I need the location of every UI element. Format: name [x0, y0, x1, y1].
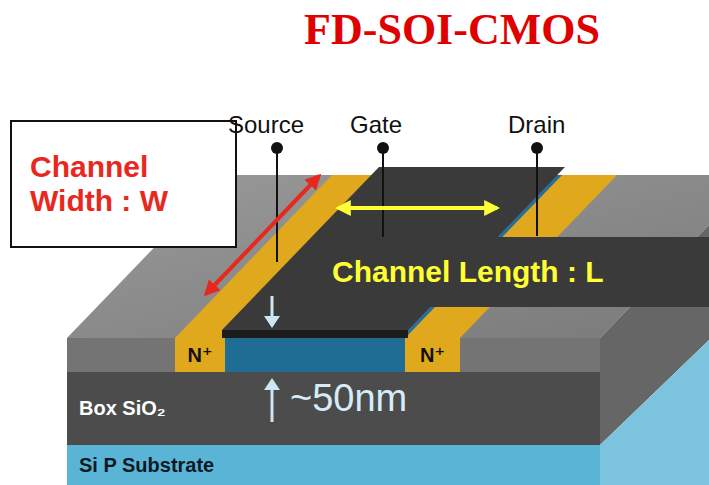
substrate-front-face — [67, 445, 600, 485]
channel-front — [225, 338, 405, 372]
length-arrow — [338, 206, 497, 210]
node-text: Channel Width : W — [30, 150, 217, 219]
dimension-label: ~50nm — [290, 378, 407, 420]
title: FD-SOI-CMOS — [200, 4, 704, 55]
gate-pin — [382, 150, 384, 248]
pin-dot — [271, 142, 283, 154]
node-text: Channel Length : L — [332, 255, 604, 290]
oxide-layer: Box SiO₂ — [67, 372, 257, 445]
node-text: Box SiO₂ — [79, 397, 166, 420]
box-front-face — [67, 372, 600, 445]
pin-dot — [377, 142, 389, 154]
thickness-arrow-head — [264, 378, 280, 390]
thickness-arrow-head — [264, 316, 280, 328]
n-plus-region: N⁺ — [175, 338, 225, 372]
pin-dot — [531, 142, 543, 154]
terminal-label: Source — [228, 112, 304, 138]
terminal-label: Gate — [350, 112, 402, 138]
callout-box: Channel Width : W — [10, 120, 237, 248]
source-pin — [276, 150, 278, 262]
dimension-band: Channel Length : L — [320, 237, 709, 307]
terminal-label: Drain — [508, 112, 565, 138]
thickness-arrow — [271, 296, 274, 318]
gate-front — [222, 330, 408, 338]
node-text: N⁺ — [188, 344, 213, 367]
thickness-arrow — [271, 390, 274, 422]
node-text: Si P Substrate — [79, 454, 214, 477]
node-text: N⁺ — [420, 344, 445, 367]
drain-pin — [536, 150, 538, 236]
substrate-layer: Si P Substrate — [67, 445, 367, 485]
n-plus-region: N⁺ — [405, 338, 460, 372]
soi-front — [67, 338, 600, 372]
substrate-side-face — [600, 340, 709, 485]
